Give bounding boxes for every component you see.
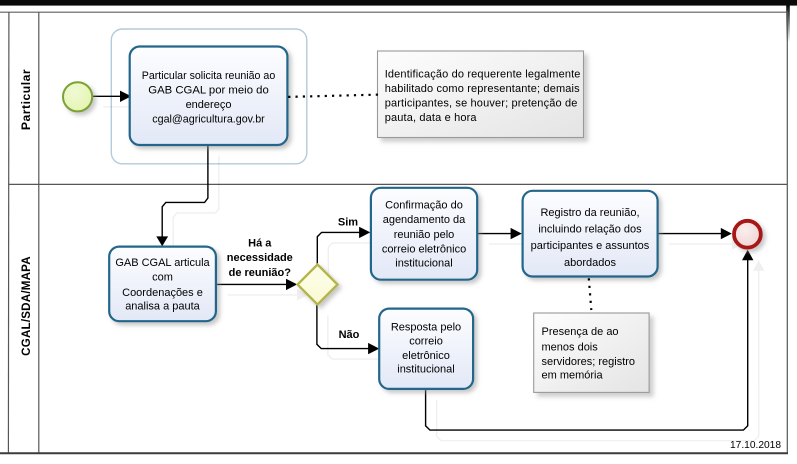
svg-text:institucional: institucional	[395, 258, 452, 270]
svg-text:Identificação do requerente le: Identificação do requerente legalmente	[385, 69, 581, 81]
svg-text:habilitado como representante;: habilitado como representante; demais	[385, 83, 580, 95]
svg-text:eletrônico: eletrônico	[402, 350, 450, 362]
svg-text:Resposta pelo: Resposta pelo	[391, 322, 461, 334]
svg-text:institucional: institucional	[397, 364, 454, 376]
svg-text:reunião pelo: reunião pelo	[394, 229, 455, 241]
svg-text:de reunião?: de reunião?	[229, 267, 292, 279]
svg-text:cgal@agricultura.gov.br: cgal@agricultura.gov.br	[152, 114, 265, 126]
svg-text:com: com	[152, 272, 173, 284]
svg-text:CGAL/SDA/MAPA: CGAL/SDA/MAPA	[20, 256, 33, 356]
svg-text:necessidade: necessidade	[227, 252, 293, 264]
svg-text:agendamento da: agendamento da	[383, 214, 466, 226]
svg-text:pauta, data e hora: pauta, data e hora	[385, 112, 478, 124]
svg-text:servidores; registro: servidores; registro	[542, 356, 636, 368]
svg-text:Há a: Há a	[248, 238, 272, 250]
svg-text:analisa a pauta: analisa a pauta	[125, 300, 200, 312]
svg-text:incluindo relação dos: incluindo relação dos	[538, 224, 642, 236]
svg-text:Coordenações e: Coordenações e	[122, 287, 203, 299]
svg-text:GAB CGAL articula: GAB CGAL articula	[115, 257, 210, 269]
svg-text:participantes, se houver; pret: participantes, se houver; pretenção de	[385, 97, 578, 109]
svg-text:correio eletrônico: correio eletrônico	[382, 243, 466, 255]
svg-text:Presença de ao: Presença de ao	[542, 326, 619, 338]
svg-text:Registro da reunião,: Registro da reunião,	[540, 207, 639, 219]
svg-text:participantes e assuntos: participantes e assuntos	[531, 240, 650, 252]
svg-text:Particular solicita reunião ao: Particular solicita reunião ao	[142, 70, 276, 82]
svg-text:endereço: endereço	[186, 99, 232, 111]
svg-text:GAB CGAL por meio do: GAB CGAL por meio do	[148, 85, 269, 97]
svg-text:Confirmação do: Confirmação do	[385, 200, 463, 212]
svg-text:menos dois: menos dois	[542, 341, 599, 353]
svg-text:abordados: abordados	[564, 257, 616, 269]
svg-text:Particular: Particular	[19, 69, 33, 130]
svg-text:Sim: Sim	[338, 217, 358, 229]
svg-text:correio: correio	[409, 335, 443, 347]
svg-text:17.10.2018: 17.10.2018	[730, 440, 781, 451]
svg-text:Não: Não	[339, 329, 360, 341]
svg-text:em memória: em memória	[542, 370, 604, 382]
